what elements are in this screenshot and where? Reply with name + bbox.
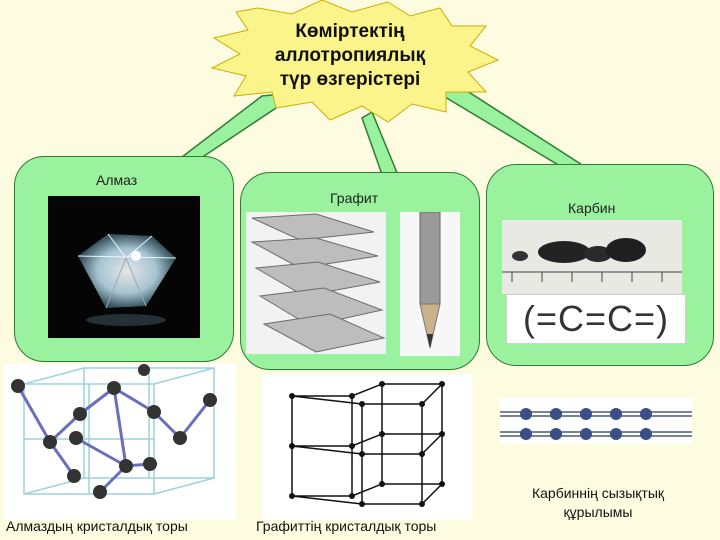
label-graphite: Графит [330, 190, 379, 206]
carbyne-chain-diagram [500, 398, 692, 444]
caption-graphite-lattice: Графиттің кристалдық торы [256, 518, 437, 534]
page-title: Көміртектің аллотропиялық түр өзгерістер… [274, 21, 426, 90]
label-diamond: Алмаз [96, 172, 138, 188]
graphite-plates-photo [246, 212, 386, 354]
diamond-lattice-diagram [4, 364, 236, 520]
pencil-photo [400, 212, 460, 356]
graphite-lattice-diagram [262, 374, 472, 520]
callout-tail-graphite [361, 110, 402, 181]
caption-carbyne-structure: Карбиннің сызықтық құрылымы [531, 485, 665, 520]
carbyne-sample-photo [502, 220, 682, 294]
title-starburst [210, 0, 500, 123]
carbyne-formula: (=C=C=) [506, 294, 686, 344]
callout-tail-carbyne [428, 79, 593, 173]
diamond-photo [48, 196, 200, 338]
caption-diamond-lattice: Алмаздың кристалдық торы [6, 518, 188, 534]
label-carbyne: Карбин [568, 200, 616, 216]
